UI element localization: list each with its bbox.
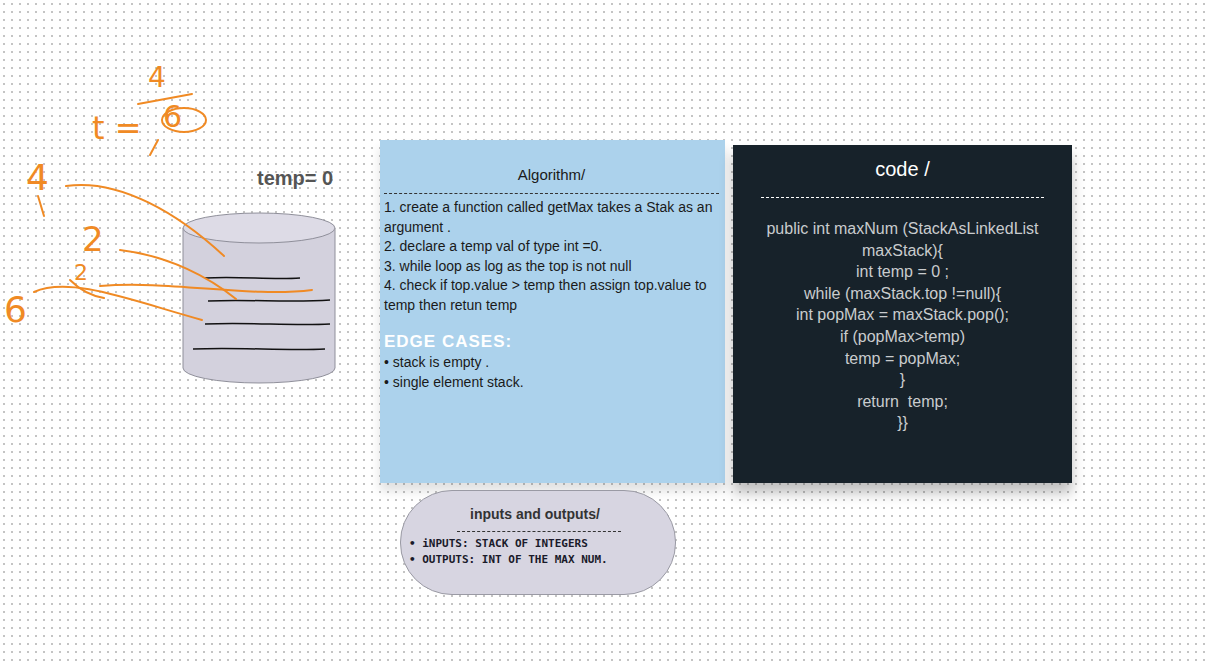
separator-rule	[384, 193, 719, 194]
cylinder-body	[183, 228, 335, 383]
stack-item-line	[208, 300, 330, 301]
handwritten-number: 6	[4, 292, 27, 328]
stack-item-line	[193, 348, 325, 349]
cylinder-top	[183, 213, 335, 243]
separator-rule	[761, 197, 1044, 198]
handwritten-number: 4	[26, 160, 49, 196]
code-line: }	[741, 369, 1064, 391]
edge-case-item: • stack is empty .	[384, 353, 719, 373]
leader-line	[100, 285, 312, 292]
handwritten-number: 6	[163, 102, 182, 132]
code-line: return temp;	[741, 391, 1064, 413]
stack-item-line	[205, 277, 300, 278]
handwritten-number: 2	[82, 222, 104, 256]
algorithm-step: 3. while loop as log as the top is not n…	[384, 257, 719, 277]
io-pill: inputs and outputs/ • iNPUTS: STACK OF IN…	[400, 490, 676, 595]
leader-line	[120, 250, 236, 299]
handwritten-number: 2	[74, 262, 88, 284]
scribble-stroke	[150, 140, 158, 155]
algorithm-panel: Algorithm/1. create a function called ge…	[380, 140, 725, 483]
leader-line	[38, 196, 44, 216]
code-line: if (popMax>temp)	[741, 326, 1064, 348]
variable-label: temp= 0	[257, 168, 333, 188]
code-line: int popMax = maxStack.pop();	[741, 304, 1064, 326]
separator-rule	[457, 531, 621, 532]
code-line: while (maxStack.top !=null){	[741, 283, 1064, 305]
algorithm-step: 1. create a function called getMax takes…	[384, 198, 719, 237]
stack-item-line	[205, 323, 330, 324]
panel-heading: inputs and outputs/	[409, 505, 661, 525]
section-heading: EDGE CASES:	[384, 330, 719, 354]
panel-heading: code /	[741, 155, 1064, 183]
edge-case-item: • single element stack.	[384, 373, 719, 393]
algorithm-step: 2. declare a temp val of type int =0.	[384, 237, 719, 257]
leader-line	[34, 287, 202, 320]
algorithm-step: 4. check if top.value > temp then assign…	[384, 276, 719, 315]
leader-line	[66, 185, 224, 256]
code-line: int temp = 0 ;	[741, 261, 1064, 283]
code-line: public int maxNum (StackAsLinkedList max…	[741, 218, 1064, 261]
stack-cylinder	[183, 213, 335, 383]
handwritten-annotations	[34, 94, 312, 320]
code-line: }}	[741, 412, 1064, 434]
handwritten-note: t =	[92, 112, 142, 144]
io-item: • OUTPUTS: INT OF THE MAX NUM.	[409, 552, 661, 568]
code-line: temp = popMax;	[741, 348, 1064, 370]
io-item: • iNPUTS: STACK OF INTEGERS	[409, 536, 661, 552]
panel-heading: Algorithm/	[384, 164, 719, 185]
code-panel: code / public int maxNum (StackAsLinkedLi…	[733, 145, 1072, 483]
handwritten-number: 4	[148, 64, 166, 92]
